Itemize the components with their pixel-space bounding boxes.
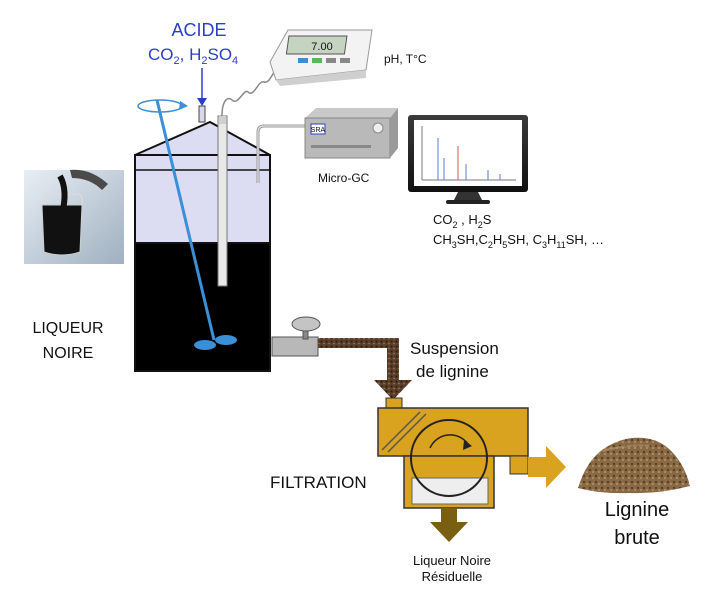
svg-text:ACIDE: ACIDE [171,20,226,40]
micro-gc-instrument: SRA [304,108,398,159]
residual-liquor-label-line2: Résiduelle [422,569,483,584]
lignin-outlet-arrow [528,446,566,488]
svg-text:CO2, H2SO4: CO2, H2SO4 [148,45,238,67]
outlet-valve [271,316,321,357]
lignin-pile-photo [578,437,690,494]
ph-cable [221,67,279,117]
black-liquor-level [134,242,271,372]
filtration-label: FILTRATION [270,473,367,492]
rotary-filter [377,397,529,509]
ph-probe [217,115,228,287]
ph-display-value: 7.00 [311,41,332,53]
black-liquor-label-line2: NOIRE [43,345,94,362]
gc-brand-logo: SRA [311,127,326,134]
rotary-drum-icon [410,419,488,497]
acid-inlet-nozzle [198,105,206,123]
ph-meter: 7.00 [269,29,373,86]
residual-liquor-label-line1: Liqueur Noire [413,553,491,568]
ph-temp-label: pH, T°C [384,52,427,66]
micro-gc-label: Micro-GC [318,171,370,185]
impeller-icon [194,335,237,350]
rotation-arrow-icon [137,99,188,113]
suspension-arrow [374,380,412,400]
computer-monitor [408,115,528,204]
suspension-pipe [318,338,399,382]
reactor [134,120,271,372]
suspension-label-line1: Suspension [410,339,499,358]
suspension-label-line2: de lignine [416,362,489,381]
black-liquor-photo [24,169,124,264]
crude-lignin-label-line1: Lignine [605,499,670,521]
acid-title: ACIDE [171,20,226,40]
acid-co2: CO [148,45,174,64]
stirrer-shaft [155,99,216,341]
gas-list-line1: CO2 , H2S [433,212,492,230]
crude-lignin-label-line2: brute [614,527,660,549]
filtrate-arrow [430,508,468,542]
black-liquor-label-line1: LIQUEUR [32,320,103,337]
gas-list-line2: CH3SH,C2H5SH, C3H11SH, … [433,232,604,250]
